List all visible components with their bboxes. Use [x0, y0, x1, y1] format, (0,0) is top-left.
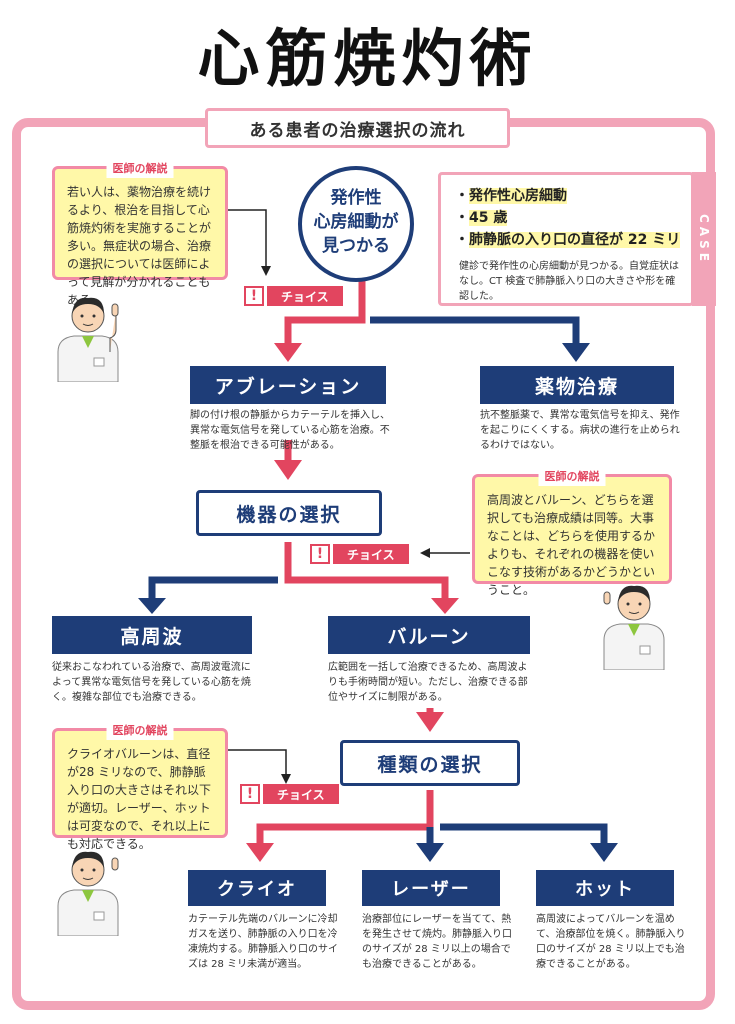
connector-start-to-drug — [370, 316, 580, 345]
exclamation-icon: ! — [244, 286, 264, 306]
case-bullet-3: ・肺静脈の入り口の直径が 22 ミリ — [455, 232, 681, 248]
pointer-note3 — [228, 749, 287, 776]
arrowhead-device — [274, 460, 302, 480]
doctor-note-text: 高周波とバルーン、どちらを選択しても治療成績は同等。大事なことは、どちらを使用す… — [487, 493, 656, 597]
case-tab: CASE — [697, 213, 711, 265]
connector-device-to-balloon — [284, 542, 449, 600]
arrowhead-rf — [138, 598, 166, 614]
doctor-note-2: 医師の解説 高周波とバルーン、どちらを選択しても治療成績は同等。大事なことは、ど… — [472, 468, 672, 597]
choice-label: チョイス — [263, 784, 339, 804]
arrowhead-cryo — [246, 843, 274, 862]
doctor-icon — [57, 297, 119, 382]
choice-tag-3: ! チョイス — [240, 784, 339, 804]
choice-tag-1: ! チョイス — [244, 286, 343, 306]
ablation-box: アブレーション — [190, 366, 386, 404]
choice-label: チョイス — [333, 544, 409, 564]
doctor-note-3: 医師の解説 クライオバルーンは、直径が28 ミリなので、肺静脈入り口の大きさはそ… — [52, 722, 228, 851]
exclamation-icon: ! — [310, 544, 330, 564]
arrowhead-type — [416, 712, 444, 732]
doctor-note-1: 医師の解説 若い人は、薬物治療を続けるより、根治を目指して心筋焼灼術を実施するこ… — [52, 160, 228, 307]
doctor-note-label: 医師の解説 — [106, 722, 174, 740]
type-select-box: 種類の選択 — [340, 740, 520, 786]
doctor-icon — [57, 851, 119, 936]
cryo-desc: カテーテル先端のバルーンに冷却ガスを送り、肺静脈の入り口を冷凍焼灼する。肺静脈入… — [188, 914, 338, 970]
laser-box: レーザー — [362, 870, 500, 906]
flow-subtitle: ある患者の治療選択の流れ — [205, 108, 510, 148]
start-circle — [298, 166, 414, 282]
cryo-box: クライオ — [188, 870, 326, 906]
device-select-box: 機器の選択 — [196, 490, 382, 536]
hot-box: ホット — [536, 870, 674, 906]
start-node-label: 発作性 心房細動が 見つかる — [313, 188, 399, 256]
doctor-note-text: クライオバルーンは、直径が28 ミリなので、肺静脈入り口の大きさはそれ以下が適切… — [67, 747, 212, 851]
doctor-note-label: 医師の解説 — [538, 468, 606, 486]
exclamation-icon: ! — [240, 784, 260, 804]
connector-type-to-cryo — [256, 790, 434, 845]
case-bullets: ・発作性心房細動 ・45 歳 ・肺静脈の入り口の直径が 22 ミリ — [455, 185, 681, 251]
doctor-note-label: 医師の解説 — [106, 160, 174, 178]
drug-box: 薬物治療 — [480, 366, 674, 404]
case-box: ・発作性心房細動 ・45 歳 ・肺静脈の入り口の直径が 22 ミリ 健診で発作性… — [438, 172, 694, 306]
drug-desc: 抗不整脈薬で、異常な電気信号を抑え、発作を起こりにくくする。病状の進行を止められ… — [480, 410, 680, 451]
rf-box: 高周波 — [52, 616, 252, 654]
page-title: 心筋焼灼術 — [197, 22, 538, 95]
balloon-desc: 広範囲を一括して治療できるため、高周波よりも手術時間が短い。ただし、治療できる部… — [328, 662, 528, 703]
pointer-note1 — [228, 209, 267, 268]
connector-start-to-ablation — [284, 278, 366, 345]
case-bullet-2: ・45 歳 — [455, 210, 508, 226]
case-bullet-1: ・発作性心房細動 — [455, 188, 567, 204]
ablation-desc: 脚の付け根の静脈からカテーテルを挿入し、異常な電気信号を発している心筋を治療。不… — [190, 410, 390, 451]
arrowhead-laser — [416, 843, 444, 862]
arrowhead-ablation — [274, 343, 302, 362]
case-detail: 健診で発作性の心房細動が見つかる。自覚症状はなし。CT 検査で肺静脈入り口の大き… — [459, 261, 679, 302]
rf-desc: 従来おこなわれている治療で、高周波電流によって異常な電気信号を発している心筋を焼… — [52, 662, 251, 703]
arrowhead-balloon — [431, 598, 459, 614]
laser-desc: 治療部位にレーザーを当てて、熱を発生させて焼灼。肺静脈入り口のサイズが 28 ミ… — [362, 914, 512, 970]
choice-label: チョイス — [267, 286, 343, 306]
connector-type-to-hot — [440, 823, 608, 845]
balloon-box: バルーン — [328, 616, 530, 654]
connector-device-to-rf — [148, 576, 278, 600]
doctor-icon — [603, 585, 665, 670]
hot-desc: 高周波によってバルーンを温めて、治療部位を焼く。肺静脈入り口のサイズが 28 ミ… — [536, 914, 686, 970]
choice-tag-2: ! チョイス — [310, 544, 409, 564]
arrowhead-hot — [590, 843, 618, 862]
arrowhead-drug — [562, 343, 590, 362]
